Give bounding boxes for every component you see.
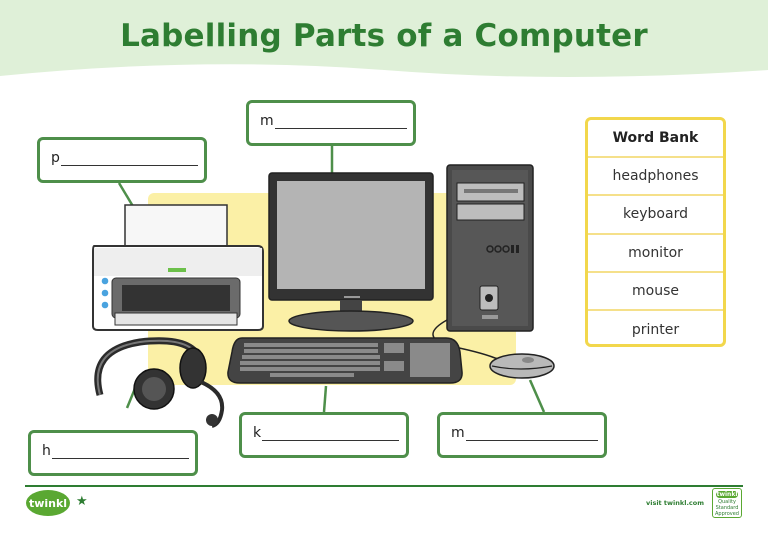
- star-icon: ★: [76, 494, 88, 509]
- word-bank-item: printer: [631, 322, 680, 339]
- header-band: [0, 0, 768, 77]
- headphones-icon: [94, 337, 225, 428]
- word-bank-item: headphones: [588, 158, 723, 197]
- keyboard-icon: [227, 337, 463, 384]
- badge-text: Quality Standard Approved: [715, 499, 739, 518]
- monitor-label-field[interactable]: m: [246, 100, 416, 146]
- visit-website-text: visit twinkl.com: [646, 499, 705, 507]
- word-bank: Word Bank headphones keyboard monitor mo…: [585, 117, 726, 347]
- monitor-icon: [268, 172, 434, 332]
- badge-logo: twinkl: [716, 491, 738, 499]
- twinkl-logo: twinkl: [26, 490, 70, 516]
- printer-hint-letter: p: [51, 150, 60, 166]
- word-bank-item: mouse: [588, 273, 723, 311]
- page-title: Labelling Parts of a Computer: [120, 18, 648, 54]
- keyboard-label-field[interactable]: k: [239, 412, 409, 458]
- mouse-hint-letter: m: [451, 425, 465, 441]
- word-bank-item: keyboard: [588, 196, 723, 235]
- headphones-label-field[interactable]: h: [28, 430, 198, 476]
- mouse-icon: [489, 353, 555, 379]
- word-bank-item: monitor: [588, 235, 723, 273]
- computer-tower-icon: [446, 164, 534, 332]
- headphones-hint-letter: h: [42, 443, 51, 459]
- word-bank-heading: Word Bank: [588, 120, 723, 159]
- mouse-label-field[interactable]: m: [437, 412, 607, 458]
- keyboard-hint-letter: k: [253, 425, 262, 441]
- monitor-hint-letter: m: [260, 113, 274, 129]
- footer-divider: [25, 485, 743, 487]
- printer-label-field[interactable]: p: [37, 137, 207, 183]
- quality-badge: twinkl Quality Standard Approved: [712, 488, 742, 518]
- printer-icon: [92, 204, 264, 331]
